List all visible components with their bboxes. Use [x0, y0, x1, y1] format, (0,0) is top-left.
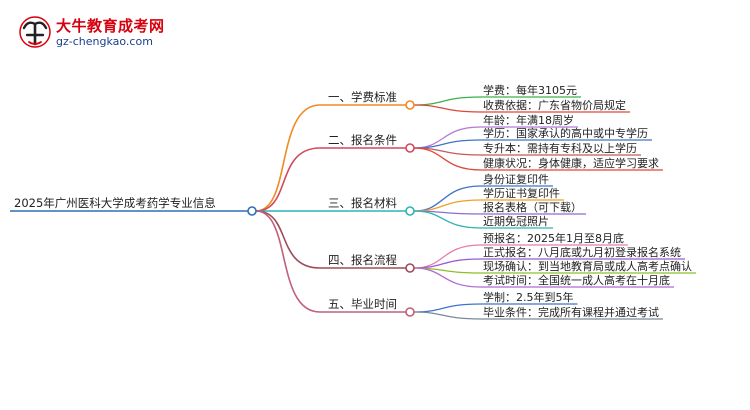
leaf-topic: 正式报名：八月底或九月初登录报名系统: [483, 245, 681, 259]
root-connector-dot: [247, 206, 257, 216]
branch-connector-dot: [405, 307, 415, 317]
leaf-topic: 学历证书复印件: [483, 186, 560, 200]
leaf-topic: 健康状况：身体健康，适应学习要求: [483, 156, 659, 170]
leaf-topic: 学费：每年3105元: [483, 83, 577, 97]
mind-map-nodes: 2025年广州医科大学成考药学专业信息 一、学费标准 学费：每年3105元收费依据：…: [10, 83, 696, 320]
leaf-topic: 年龄：年满18周岁: [483, 113, 574, 127]
branch-connector-dot: [405, 143, 415, 153]
leaf-topic: 现场确认：到当地教育局或成人高考点确认: [483, 259, 692, 273]
branch-topic: 三、报名材料: [328, 196, 397, 210]
leaf-topic: 学历：国家承认的高中或中专学历: [483, 126, 648, 140]
leaf-topic: 毕业条件：完成所有课程并通过考试: [483, 305, 659, 319]
leaf-link: [413, 96, 482, 106]
leaf-topic: 报名表格（可下载）: [483, 200, 582, 214]
mind-map-links: [255, 96, 482, 320]
leaf-link: [413, 104, 482, 113]
leaf-topic: 身份证复印件: [483, 172, 549, 186]
site-logo: 大牛教育成考网 gz-chengkao.com: [18, 14, 164, 54]
leaf-link: [413, 311, 482, 320]
branch-topic: 五、毕业时间: [328, 297, 397, 311]
leaf-link: [413, 126, 482, 149]
branch-link: [255, 210, 321, 313]
branch-topic: 二、报名条件: [328, 133, 397, 147]
leaf-topic: 考试时间：全国统一成人高考在十月底: [483, 273, 670, 287]
leaf-link: [413, 303, 482, 313]
branch-topic: 四、报名流程: [328, 253, 397, 267]
branch-link: [255, 210, 321, 269]
leaf-link: [413, 185, 482, 212]
branch-link: [255, 104, 321, 212]
leaf-topic: 预报名：2025年1月至8月底: [483, 231, 624, 245]
leaf-link: [413, 244, 482, 269]
leaf-topic: 专升本：需持有专科及以上学历: [483, 141, 637, 155]
leaf-link: [413, 147, 482, 171]
leaf-link: [413, 267, 482, 288]
root-topic: 2025年广州医科大学成考药学专业信息: [14, 196, 216, 210]
branch-topic: 一、学费标准: [328, 90, 397, 104]
branch-link: [255, 147, 321, 212]
leaf-topic: 近期免冠照片: [483, 214, 549, 228]
leaf-link: [413, 210, 482, 229]
logo-url: gz-chengkao.com: [56, 35, 153, 48]
bull-logo-icon: [19, 16, 51, 48]
leaf-topic: 收费依据：广东省物价局规定: [483, 98, 626, 112]
branch-connector-dot: [405, 100, 415, 110]
logo-title: 大牛教育成考网: [56, 17, 165, 35]
branch-connector-dot: [405, 263, 415, 273]
branch-connector-dot: [405, 206, 415, 216]
leaf-topic: 学制：2.5年到5年: [483, 290, 574, 304]
